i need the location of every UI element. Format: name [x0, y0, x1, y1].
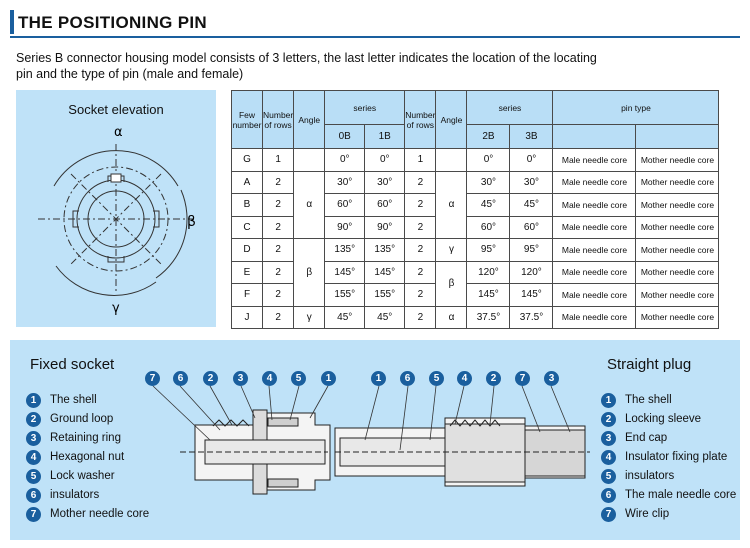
callout-badge: 7 — [515, 371, 530, 386]
angle-alpha-right-j: α — [435, 305, 468, 329]
leader-line — [399, 385, 409, 451]
leader-line — [429, 385, 437, 441]
callout-badge: 6 — [400, 371, 415, 386]
table-row: B 2 60° 60° 2 45° 45° Male needle core M… — [231, 193, 720, 217]
header-rule — [10, 36, 740, 38]
beta-arc — [155, 189, 188, 279]
leader-line — [364, 385, 380, 441]
locating-pin-mark — [110, 173, 122, 183]
leader-line — [152, 385, 211, 441]
leader-line — [289, 385, 300, 421]
callout-badge: 3 — [544, 371, 559, 386]
angle-alpha-right: α — [435, 170, 468, 239]
angle-beta-right: β — [435, 260, 468, 307]
leader-line — [489, 385, 495, 425]
section-header: THE POSITIONING PIN — [10, 8, 740, 38]
callout-badge: 4 — [457, 371, 472, 386]
callout-badge: 1 — [371, 371, 386, 386]
header-0b: 0B — [324, 124, 366, 149]
table-row: D 2 β 135° 135° 2 γ 95° 95° Male needle … — [231, 238, 720, 307]
straight-plug-title: Straight plug — [607, 356, 692, 373]
leader-line — [521, 385, 541, 433]
table-row: G 1 0° 0° 1 0° 0° Male needle core Mothe… — [231, 148, 720, 172]
callout-badge: 2 — [486, 371, 501, 386]
leader-line — [240, 385, 256, 419]
callout-badge: 5 — [429, 371, 444, 386]
socket-elevation-title: Socket elevation — [68, 102, 164, 117]
intro-text: Series B connector housing model consist… — [16, 50, 736, 82]
gamma-arc — [55, 265, 157, 296]
intro-line-1: Series B connector housing model consist… — [16, 51, 597, 65]
table-row: C 2 90° 90° 2 60° 60° Male needle core M… — [231, 215, 720, 239]
header-accent-bar — [10, 10, 14, 34]
leader-line — [179, 385, 221, 431]
angle-alpha-left: α — [293, 170, 326, 239]
callout-badge: 7 — [145, 371, 160, 386]
header-angle-left: Angle — [293, 90, 326, 149]
straight-plug-end-cap — [524, 429, 586, 477]
page-title: THE POSITIONING PIN — [18, 13, 207, 32]
alpha-arc — [53, 150, 179, 187]
connector-section-panel: Fixed socket Straight plug — [10, 340, 740, 540]
leader-line — [454, 385, 465, 425]
callout-badge: 1 — [321, 371, 336, 386]
header-series-left: series — [324, 90, 406, 125]
header-pin-type: pin type — [552, 90, 720, 125]
angle-gamma-left: γ — [293, 305, 326, 329]
header-2b: 2B — [466, 124, 511, 149]
leader-line — [268, 385, 273, 421]
header-1b: 1B — [364, 124, 406, 149]
fixed-socket-nut-top — [267, 417, 299, 427]
fixed-socket-nut-bottom — [267, 478, 299, 488]
fixed-socket-title: Fixed socket — [30, 356, 115, 373]
leader-line — [550, 385, 571, 433]
leader-line — [209, 385, 233, 426]
intro-line-2: pin and the type of pin (male and female… — [16, 67, 244, 81]
angle-gamma-right: γ — [435, 238, 468, 262]
angle-beta-left: β — [293, 238, 326, 307]
straight-plug-locking-sleeve — [444, 423, 526, 483]
header-angle-right: Angle — [435, 90, 468, 149]
table-row: J 2 γ 45° 45° 2 α 37.5° 37.5° Male needl… — [231, 305, 720, 329]
beta-label: β — [187, 214, 196, 230]
header-series-right: series — [466, 90, 554, 125]
callout-badge: 2 — [203, 371, 218, 386]
callout-badge: 6 — [173, 371, 188, 386]
alpha-label: α — [114, 125, 123, 140]
callout-badge: 4 — [262, 371, 277, 386]
gamma-label: γ — [112, 301, 120, 316]
leader-line — [309, 385, 329, 419]
fixed-socket-thread — [212, 419, 250, 427]
callout-badge: 3 — [233, 371, 248, 386]
table-header-row-2: 0B 1B 2B 3B — [232, 124, 720, 149]
connector-cross-section — [152, 385, 590, 495]
table-row: A 2 α 30° 30° 2 α 30° 30° Male needle co… — [231, 170, 720, 239]
straight-plug-thread — [449, 419, 501, 427]
callout-badge: 5 — [291, 371, 306, 386]
socket-elevation-panel: Socket elevation α β γ — [16, 90, 216, 327]
header-3b: 3B — [509, 124, 554, 149]
table-row: F 2 155° 155° 2 145° 145° Male needle co… — [231, 283, 720, 307]
socket-elevation-drawing: α β γ — [38, 125, 196, 316]
